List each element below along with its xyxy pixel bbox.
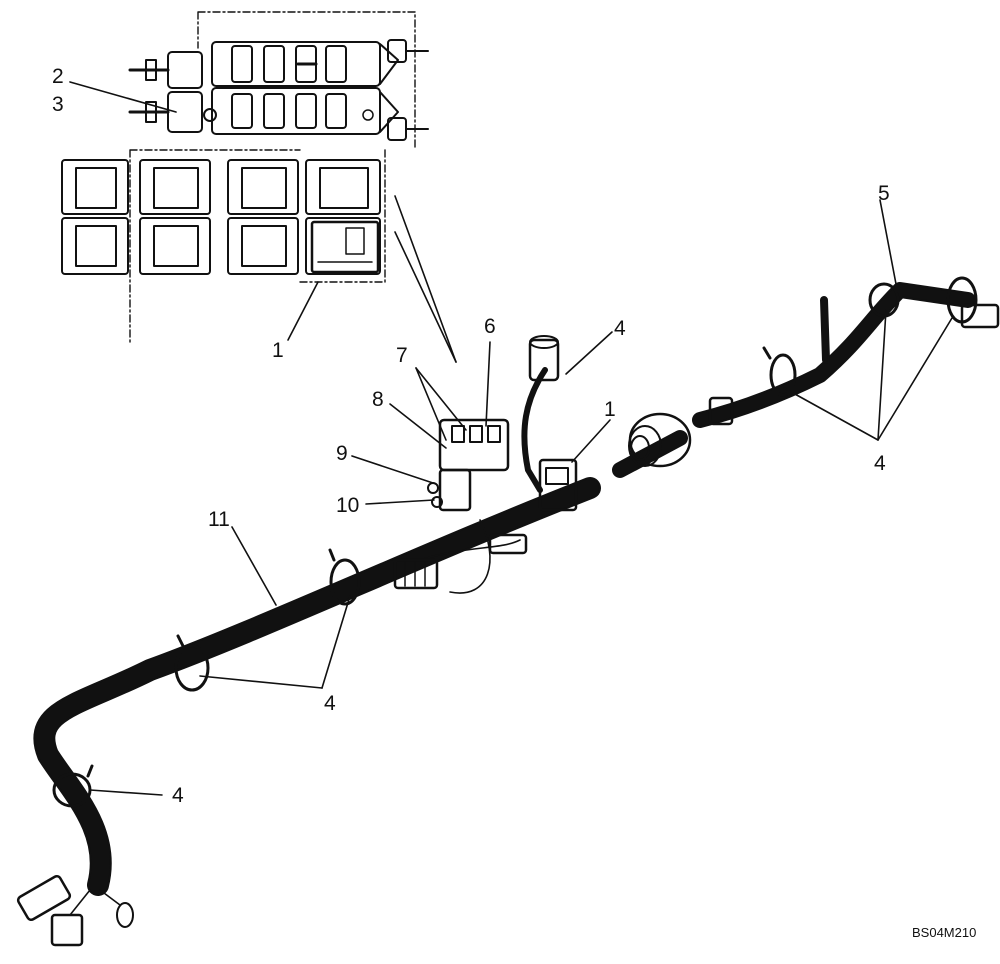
fuse-relay-panel (61, 11, 429, 343)
callout-5: 5 (878, 182, 890, 205)
connectors (16, 303, 1000, 947)
callout-1-module: 1 (604, 398, 616, 421)
relay-component (310, 220, 380, 274)
callout-4-center: 4 (324, 692, 336, 715)
callout-4-connector: 4 (614, 317, 626, 340)
callout-4-left: 4 (172, 784, 184, 807)
leader-lines (69, 81, 953, 796)
callout-6: 6 (484, 315, 496, 338)
callout-1-relay: 1 (272, 339, 284, 362)
callout-8: 8 (372, 388, 384, 411)
main-harness (33, 282, 976, 896)
fuse-row-bottom (231, 93, 347, 129)
callout-labels: 2 3 1 7 6 4 8 1 9 10 11 5 4 4 4 BS04M210 (52, 65, 976, 940)
callout-7: 7 (396, 344, 408, 367)
callout-4-right: 4 (874, 452, 886, 475)
callout-9: 9 (336, 442, 348, 465)
callout-3: 3 (52, 93, 64, 116)
relay-sockets (61, 159, 381, 275)
callout-2: 2 (52, 65, 64, 88)
figure-reference: BS04M210 (912, 925, 976, 940)
callout-11: 11 (208, 508, 230, 531)
callout-10: 10 (336, 494, 359, 517)
fuse-row-top (231, 45, 347, 83)
